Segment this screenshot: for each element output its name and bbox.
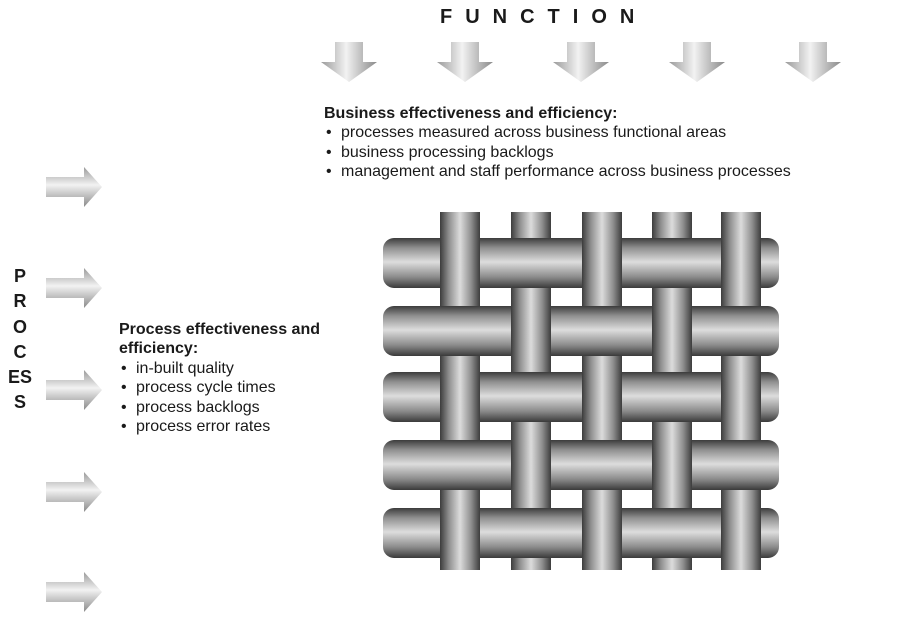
process-bullet: process cycle times bbox=[119, 378, 339, 397]
process-bullet-list: in-built quality process cycle times pro… bbox=[119, 359, 339, 437]
arrow-down-icon bbox=[437, 42, 493, 82]
arrow-down-icon bbox=[321, 42, 377, 82]
function-label: FUNCTION bbox=[440, 6, 648, 28]
business-bullet-list: processes measured across business funct… bbox=[324, 123, 791, 181]
process-label: PROCESS bbox=[8, 266, 33, 413]
arrow-down-icon bbox=[669, 42, 725, 82]
arrow-down-icon bbox=[785, 42, 841, 82]
arrow-right-icon bbox=[46, 472, 102, 512]
arrow-right-icon bbox=[46, 268, 102, 308]
arrow-right-icon bbox=[46, 370, 102, 410]
arrow-right-icon bbox=[46, 167, 102, 207]
process-bullet: process error rates bbox=[119, 417, 339, 436]
arrow-down-icon bbox=[553, 42, 609, 82]
woven-fabric-illustration bbox=[383, 212, 779, 570]
process-effectiveness-block: Process effectiveness and efficiency: in… bbox=[119, 320, 339, 436]
process-bullet: in-built quality bbox=[119, 359, 339, 378]
process-bullet: process backlogs bbox=[119, 398, 339, 417]
business-bullet: processes measured across business funct… bbox=[324, 123, 791, 142]
business-heading: Business effectiveness and efficiency: bbox=[324, 105, 618, 122]
business-bullet: management and staff performance across … bbox=[324, 162, 791, 181]
business-effectiveness-block: Business effectiveness and efficiency: p… bbox=[324, 104, 791, 182]
vertical-strand-overlaps bbox=[440, 232, 761, 564]
arrow-right-icon bbox=[46, 572, 102, 612]
process-heading: Process effectiveness and efficiency: bbox=[119, 321, 320, 358]
business-bullet: business processing backlogs bbox=[324, 143, 791, 162]
